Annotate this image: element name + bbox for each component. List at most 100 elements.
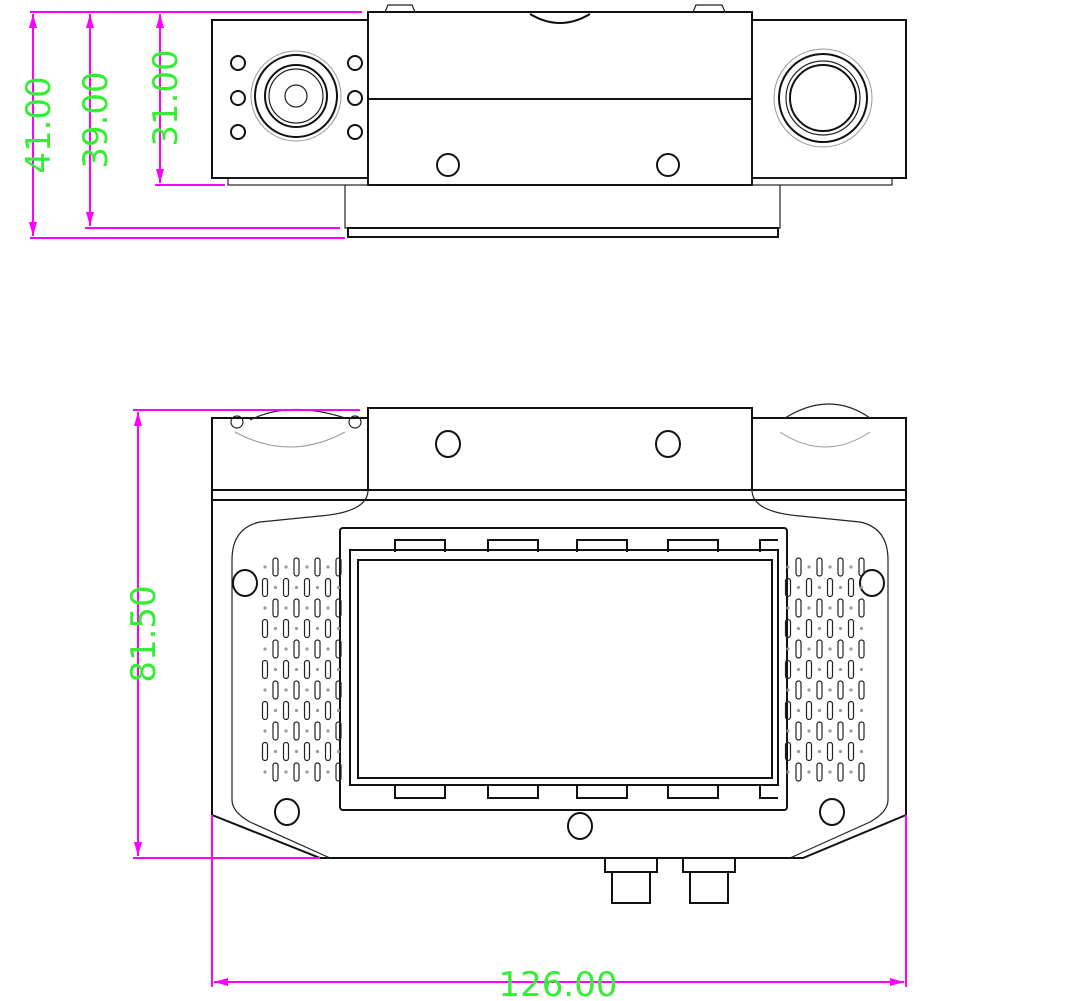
vent-slot <box>324 618 332 639</box>
vent-dot <box>796 626 801 631</box>
vent-dot <box>336 667 341 672</box>
vent-slot <box>282 700 290 721</box>
vent-slot <box>805 577 813 598</box>
vent-slot <box>282 577 290 598</box>
vent-slot <box>858 598 865 618</box>
vent-slot <box>324 577 332 598</box>
vent-slot <box>826 618 834 639</box>
vent-slot <box>261 700 269 721</box>
vent-dot <box>859 667 864 672</box>
vent-slot <box>324 659 332 680</box>
vent-dot <box>336 749 341 754</box>
vent-dot <box>859 749 864 754</box>
vent-dot <box>828 729 832 733</box>
vent-dot <box>838 585 843 590</box>
vent-slot <box>837 639 844 659</box>
vent-slot <box>784 700 792 721</box>
vent-dot <box>828 647 832 651</box>
vent-slot <box>795 721 802 741</box>
vent-dot <box>326 688 330 692</box>
vent-slot <box>282 618 290 639</box>
vent-slot <box>858 557 865 577</box>
speaker-vents <box>261 557 865 782</box>
vent-dot <box>786 688 790 692</box>
vent-dot <box>336 585 341 590</box>
vent-dot <box>796 708 801 713</box>
vent-dot <box>786 770 790 774</box>
vent-dot <box>263 688 267 692</box>
vent-dot <box>859 708 864 713</box>
vent-slot <box>784 577 792 598</box>
vent-slot <box>272 557 279 577</box>
vent-slot <box>816 680 823 700</box>
vent-dot <box>807 729 811 733</box>
vent-slot <box>795 557 802 577</box>
led-holes <box>230 55 363 140</box>
vent-slot <box>816 639 823 659</box>
vent-dot <box>263 729 267 733</box>
vent-dot <box>828 606 832 610</box>
vent-slot <box>272 721 279 741</box>
vent-dot <box>838 626 843 631</box>
base-plate <box>344 185 781 229</box>
mounting-holes <box>232 430 885 840</box>
vent-slot <box>805 700 813 721</box>
vent-dot <box>305 606 309 610</box>
vent-dot <box>273 626 278 631</box>
vent-slot <box>837 598 844 618</box>
vent-slot <box>847 577 855 598</box>
vent-slot <box>858 762 865 782</box>
vent-dot <box>305 729 309 733</box>
vent-dot <box>807 565 811 569</box>
vent-slot <box>837 762 844 782</box>
vent-dot <box>284 647 288 651</box>
vent-slot <box>784 618 792 639</box>
vent-slot <box>314 639 321 659</box>
vent-slot <box>816 557 823 577</box>
vent-slot <box>826 700 834 721</box>
vent-slot <box>805 618 813 639</box>
top-view <box>211 4 907 238</box>
vent-dot <box>828 565 832 569</box>
vent-slot <box>805 659 813 680</box>
vent-dot <box>838 749 843 754</box>
vent-slot <box>826 577 834 598</box>
vent-dot <box>315 626 320 631</box>
vent-dot <box>786 729 790 733</box>
vent-dot <box>807 606 811 610</box>
vent-slot <box>847 659 855 680</box>
vent-dot <box>838 667 843 672</box>
vent-slot <box>858 680 865 700</box>
vent-dot <box>294 749 299 754</box>
vent-slot <box>261 659 269 680</box>
vent-dot <box>284 688 288 692</box>
dimension-lines: 41.00 39.00 31.00 81.50 126.00 <box>19 11 907 1001</box>
vent-slot <box>314 680 321 700</box>
connectors <box>604 857 736 904</box>
vent-dot <box>294 708 299 713</box>
vent-slot <box>293 598 300 618</box>
vent-dot <box>786 565 790 569</box>
dim-126: 126.00 <box>499 965 618 1001</box>
vent-dot <box>315 749 320 754</box>
vent-slot <box>335 680 342 700</box>
vent-dot <box>263 770 267 774</box>
vent-dot <box>859 626 864 631</box>
vent-slot <box>837 680 844 700</box>
vent-slot <box>272 639 279 659</box>
vent-dot <box>326 770 330 774</box>
vent-slot <box>272 598 279 618</box>
vent-slot <box>303 741 311 762</box>
dim-81-5: 81.50 <box>124 585 164 682</box>
vent-slot <box>324 741 332 762</box>
vent-slot <box>858 721 865 741</box>
vent-dot <box>284 606 288 610</box>
vent-slot <box>816 721 823 741</box>
vent-slot <box>303 577 311 598</box>
screen-frame <box>339 527 788 811</box>
vent-dot <box>849 606 853 610</box>
vent-dot <box>336 708 341 713</box>
vent-slot <box>816 762 823 782</box>
vent-dot <box>263 647 267 651</box>
